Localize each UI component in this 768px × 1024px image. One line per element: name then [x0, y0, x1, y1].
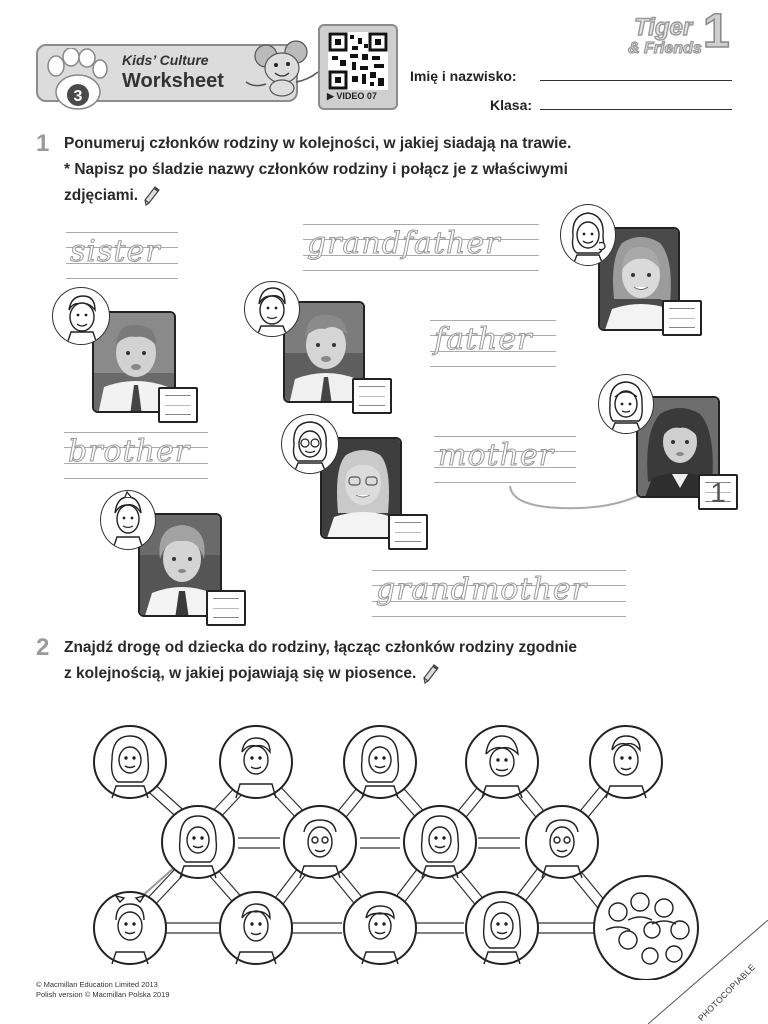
- brand-logo-tiger: Tiger: [633, 13, 693, 41]
- drawing-girl-1: [560, 204, 616, 266]
- copyright-line-1: © Macmillan Education Limited 2013: [36, 980, 158, 989]
- exercise-1-line-3: zdjęciami.: [64, 183, 571, 209]
- trace-word-sister-text: sister: [70, 234, 161, 270]
- pencil-icon: [144, 186, 161, 206]
- trace-word-brother-text: brother: [68, 434, 191, 470]
- face-man-2: [605, 735, 647, 799]
- face-man-3: [235, 903, 277, 965]
- drawing-boy-3: [100, 490, 156, 550]
- maze-node-woman-5: [465, 891, 539, 965]
- name-field[interactable]: [540, 80, 732, 81]
- worksheet-title: Worksheet: [122, 70, 224, 92]
- drawing-girl-3: [281, 414, 339, 474]
- number-box-boy-2[interactable]: [352, 378, 392, 414]
- class-field[interactable]: [540, 109, 732, 110]
- maze-node-boy-1: [343, 891, 417, 965]
- face-woman-5: [482, 901, 522, 965]
- maze-node-woman-1: [93, 725, 167, 799]
- trace-word-grandmother-text: grandmother: [376, 572, 587, 608]
- trace-word-father[interactable]: father: [430, 320, 556, 367]
- face-child-start: [111, 894, 149, 965]
- face-woman-4: [420, 815, 460, 879]
- kids-culture-label: Kids’ Culture: [122, 52, 209, 68]
- worksheet-number: 3: [74, 88, 83, 105]
- maze-node-man-1: [219, 725, 293, 799]
- number-box-girl-1[interactable]: [662, 300, 702, 336]
- maze-node-grandmother-1: [465, 725, 539, 799]
- trace-word-father-text: father: [434, 322, 533, 358]
- brand-logo-level: 1: [702, 5, 730, 58]
- example-match-line: [509, 485, 643, 510]
- exercise-1-line-3-text: zdjęciami.: [64, 187, 139, 204]
- copyright-line-2: Polish version © Macmillan Polska 2019: [36, 990, 170, 999]
- face-woman-2: [360, 735, 400, 799]
- trace-word-mother-text: mother: [438, 438, 554, 474]
- drawing-girl-2: [598, 374, 654, 434]
- exercise-1-line-1: Ponumeruj członków rodziny w kolejności,…: [64, 135, 572, 152]
- trace-word-brother[interactable]: brother: [64, 432, 208, 479]
- exercise-1-number: 1: [36, 130, 50, 157]
- drawing-boy-2: [244, 281, 300, 337]
- name-field-label: Imię i nazwisko:: [410, 68, 517, 84]
- face-boy-1: [361, 905, 399, 965]
- exercise-1-line-2: * Napisz po śladzie nazwy członków rodzi…: [64, 161, 568, 178]
- face-man-1: [235, 737, 277, 799]
- trace-word-mother[interactable]: mother: [434, 436, 576, 483]
- exercise-2-line-1: Znajdź drogę od dziecka do rodziny, łącz…: [64, 639, 577, 656]
- face-grandfather-1: [299, 819, 341, 879]
- photocopiable-corner: [648, 920, 768, 1024]
- exercise-1-instruction: Ponumeruj członków rodziny w kolejności,…: [64, 131, 571, 209]
- trace-word-sister[interactable]: sister: [66, 232, 178, 279]
- photo-girl-2: [636, 396, 720, 498]
- face-family-group: [605, 892, 690, 965]
- trace-word-grandfather[interactable]: grandfather: [303, 224, 539, 271]
- maze-node-grandfather-2: [525, 805, 599, 879]
- maze-node-woman-3: [161, 805, 235, 879]
- trace-word-grandmother[interactable]: grandmother: [372, 570, 626, 617]
- face-grandfather-2: [541, 819, 583, 879]
- exercise-2-number: 2: [36, 634, 50, 661]
- face-woman-1: [110, 735, 150, 799]
- number-box-boy-1[interactable]: [158, 387, 198, 423]
- brand-logo-friends: & Friends: [627, 39, 702, 57]
- maze-node-woman-4: [403, 805, 477, 879]
- drawing-boy-1: [52, 287, 110, 345]
- trace-word-grandfather-text: grandfather: [307, 226, 501, 262]
- exercise-2-line-2: z kolejnością, w jakiej pojawiają się w …: [64, 661, 577, 687]
- exercise-2-instruction: Znajdź drogę od dziecka do rodziny, łącz…: [64, 635, 577, 687]
- maze-node-woman-2: [343, 725, 417, 799]
- maze-node-family-end: [593, 875, 699, 980]
- mouse-mascot-icon: [245, 40, 319, 97]
- qr-code-icon[interactable]: [328, 32, 388, 90]
- maze-node-grandfather-1: [283, 805, 357, 879]
- pencil-icon: [423, 664, 439, 684]
- number-box-example-value: 1: [710, 477, 726, 508]
- number-box-boy-3[interactable]: [206, 590, 246, 626]
- maze-node-man-3: [219, 891, 293, 965]
- maze-node-man-2: [589, 725, 663, 799]
- class-field-label: Klasa:: [490, 97, 533, 113]
- exercise-2-line-2-text: z kolejnością, w jakiej pojawiają się w …: [64, 665, 417, 682]
- maze-node-child-start: [93, 891, 167, 965]
- face-grandmother-1: [481, 735, 523, 799]
- number-box-girl-2[interactable]: 1: [698, 474, 738, 510]
- copyright-notice: © Macmillan Education Limited 2013 Polis…: [36, 980, 170, 1000]
- family-path-maze[interactable]: [80, 716, 720, 980]
- video-link[interactable]: ▶ VIDEO 07: [327, 91, 377, 101]
- paw-print-icon: 3: [47, 48, 108, 110]
- face-woman-3: [178, 815, 218, 879]
- number-box-girl-3[interactable]: [388, 514, 428, 550]
